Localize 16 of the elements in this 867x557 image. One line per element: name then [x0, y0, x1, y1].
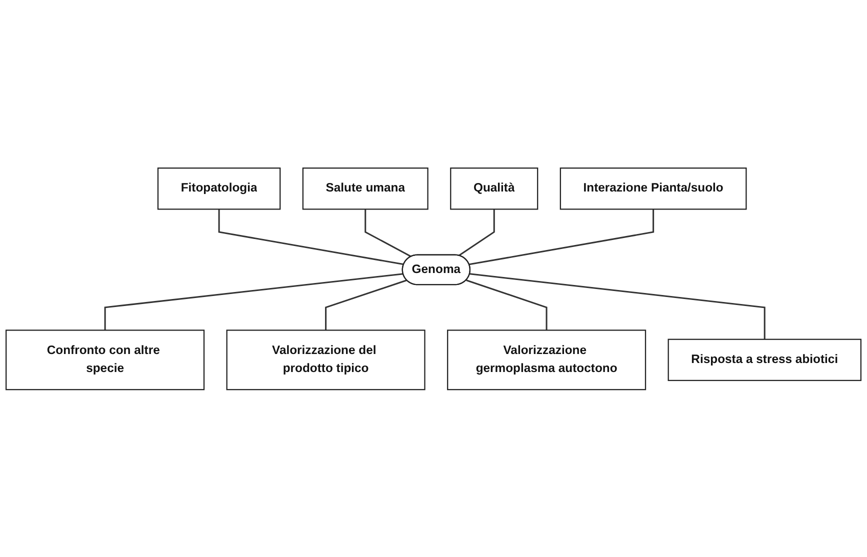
connector	[104, 272, 404, 330]
connector	[325, 279, 408, 330]
node-box: Risposta a stress abiotici	[668, 338, 862, 381]
node-box: Confronto con altre specie	[6, 329, 205, 390]
node-box: Valorizzazione germoplasma autoctono	[447, 329, 646, 390]
node-box: Valorizzazione del prodotto tipico	[226, 329, 426, 390]
connector	[466, 279, 548, 330]
node-box: Interazione Pianta/suolo	[560, 167, 747, 210]
connector	[218, 208, 404, 265]
connector	[364, 208, 412, 257]
node-box: Salute umana	[302, 167, 428, 210]
connector	[458, 208, 495, 256]
node-box: Qualità	[450, 167, 538, 210]
node-box: Fitopatologia	[157, 167, 281, 210]
connector	[470, 272, 766, 340]
connector	[469, 208, 654, 265]
